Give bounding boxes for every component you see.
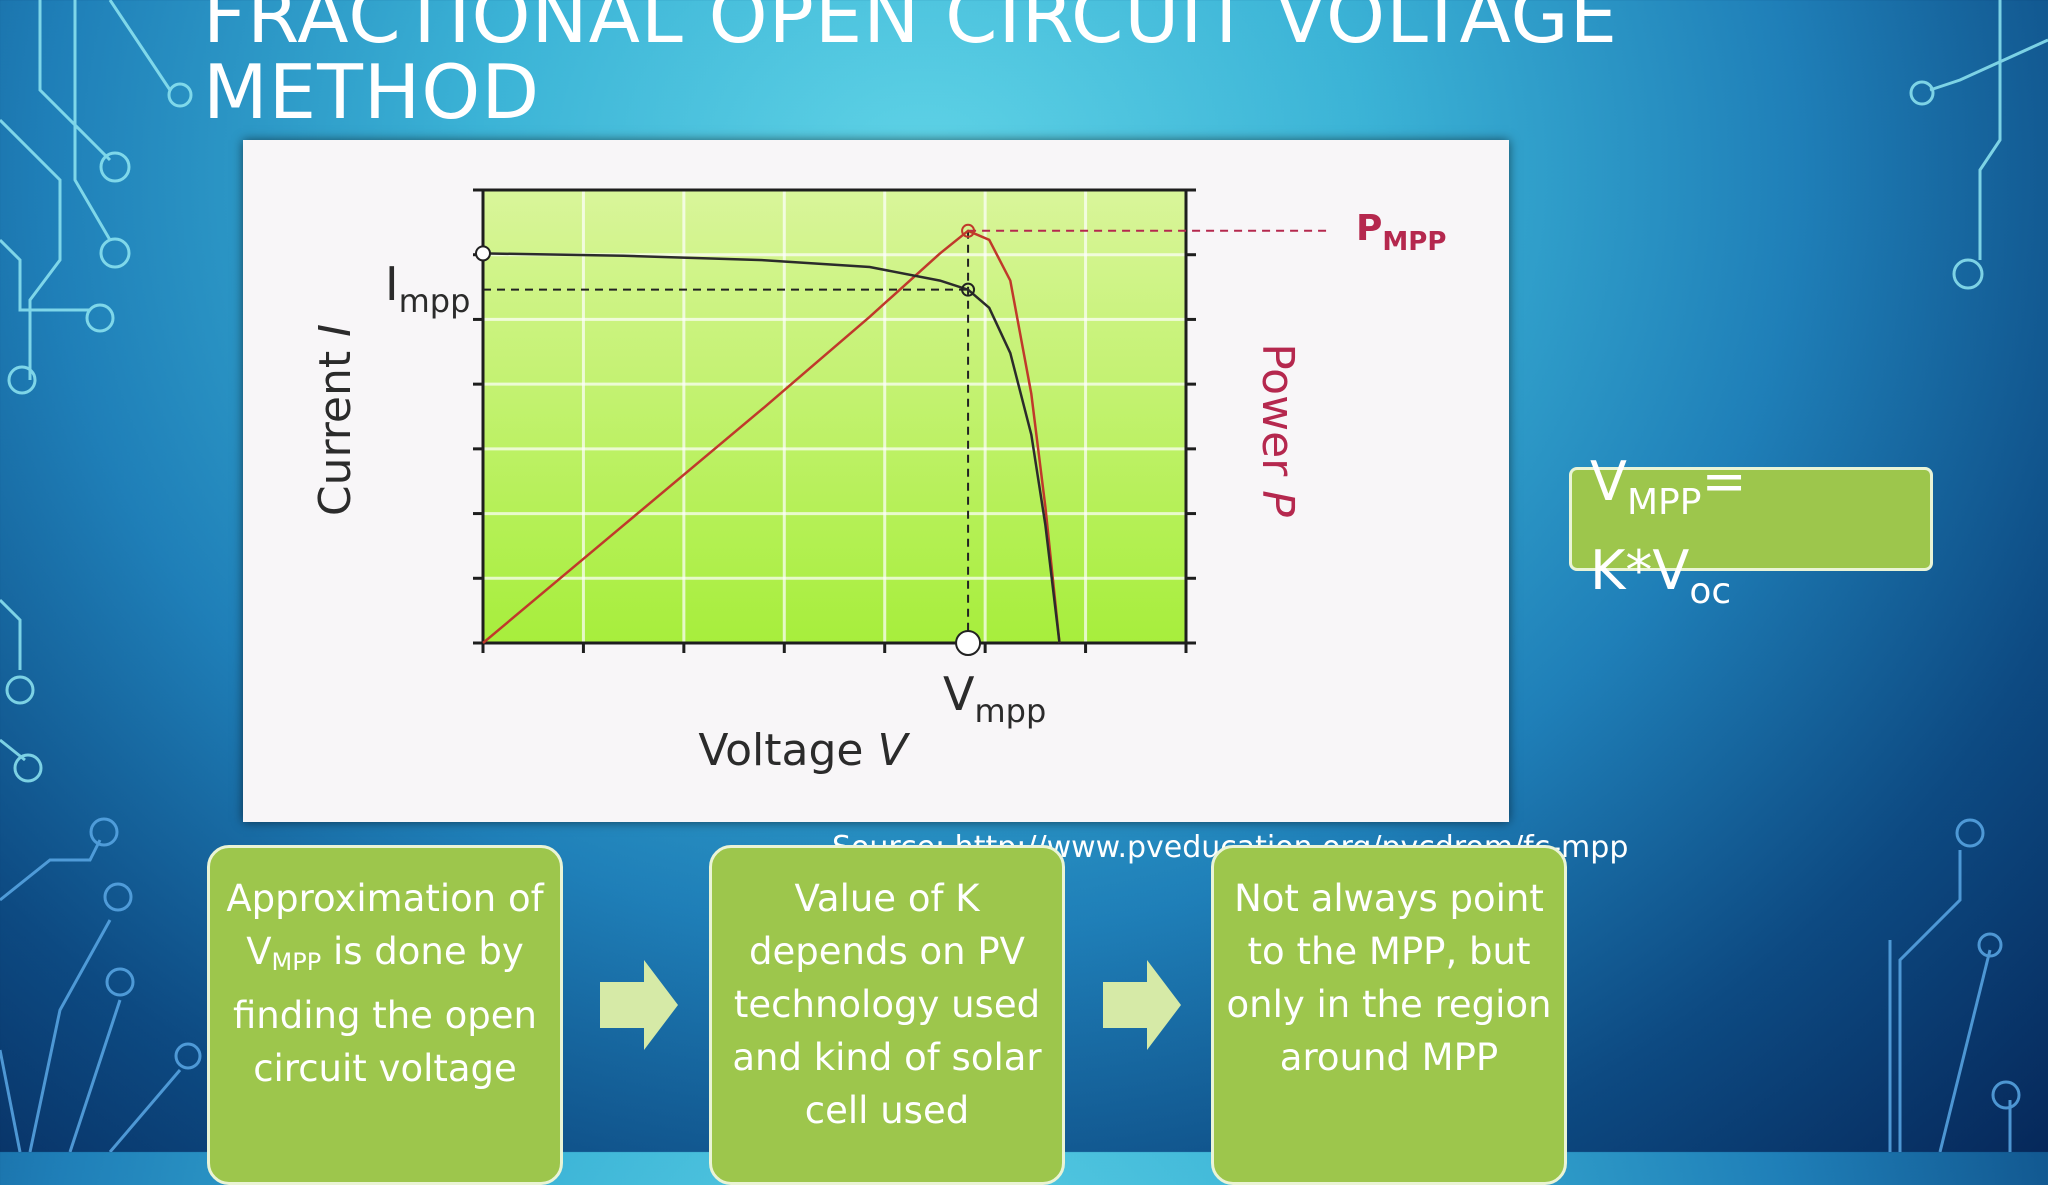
current-curve	[482, 252, 1061, 644]
axis-ticks	[473, 188, 1196, 653]
xlabel-voltage: Voltage V	[698, 725, 910, 776]
impp-label: Impp	[385, 257, 470, 320]
pmpp-label: PMPP	[1356, 208, 1446, 257]
vmpp-point	[955, 630, 982, 656]
gridlines	[483, 190, 1186, 643]
impp-point	[961, 282, 976, 297]
ylabel-current: Current I	[310, 324, 361, 516]
formula-line1: VMPP=	[1590, 450, 1747, 523]
card-approximation: Approximation of VMPP is done by finding…	[207, 845, 563, 1185]
pmpp-point	[961, 223, 976, 238]
plot-area	[483, 190, 1186, 643]
circuit-decoration	[0, 0, 2048, 1152]
iv-pv-chart: Current I Power P Voltage V Vmpp Impp PM…	[310, 188, 1446, 776]
iv-curve-figure: Current I Power P Voltage V Vmpp Impp PM…	[243, 140, 1509, 822]
formula-text: VMPP= K*Voc	[1590, 448, 1747, 626]
arrow-right-icon	[1103, 960, 1181, 1050]
card-k-value: Value of K depends on PV technology used…	[709, 845, 1065, 1185]
y2label-power: Power P	[1252, 343, 1303, 517]
card-not-always-mpp: Not always point to the MPP, but only in…	[1211, 845, 1567, 1185]
arrow-right-icon	[600, 960, 678, 1050]
formula-line2: K*Voc	[1590, 539, 1732, 612]
slide-title-line2: Method	[203, 48, 541, 136]
formula-box: VMPP= K*Voc	[1569, 450, 1933, 612]
plot-frame	[481, 188, 1188, 645]
slide-title: Fractional Open Circuit Voltage Method	[203, 0, 1703, 130]
power-curve	[482, 229, 1061, 644]
isc-point	[475, 245, 491, 262]
vmpp-label: Vmpp	[943, 667, 1046, 730]
slide-title-line1: Fractional Open Circuit Voltage	[203, 0, 1619, 60]
